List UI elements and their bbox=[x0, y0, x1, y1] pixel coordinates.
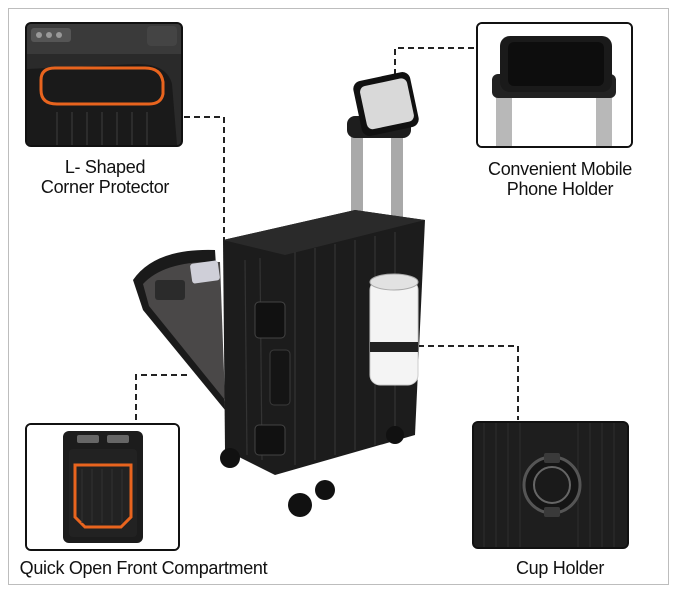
image-frame bbox=[8, 8, 669, 585]
main-suitcase-photo bbox=[133, 72, 425, 517]
front-compartment-label: Quick Open Front Compartment bbox=[19, 558, 268, 578]
corner-protector-label: L- Shaped Corner Protector bbox=[25, 157, 185, 197]
corner-protector-label-line2: Corner Protector bbox=[40, 177, 170, 197]
corner-protector-label-line1: L- Shaped bbox=[64, 157, 146, 177]
inset-front-compartment bbox=[25, 423, 180, 551]
inset-corner-protector bbox=[25, 22, 183, 147]
front-compartment-photo bbox=[27, 425, 178, 549]
cup-holder-photo bbox=[474, 423, 627, 547]
inset-cup-holder bbox=[472, 421, 629, 549]
phone-holder-label-line2: Phone Holder bbox=[506, 179, 614, 199]
phone-holder-photo bbox=[478, 24, 631, 146]
phone-holder-label-line1: Convenient Mobile bbox=[488, 159, 632, 179]
cup-holder-label: Cup Holder bbox=[515, 558, 605, 578]
inset-phone-holder bbox=[476, 22, 633, 148]
phone-holder-label: Convenient Mobile Phone Holder bbox=[470, 159, 650, 199]
corner-protector-photo bbox=[27, 24, 181, 145]
